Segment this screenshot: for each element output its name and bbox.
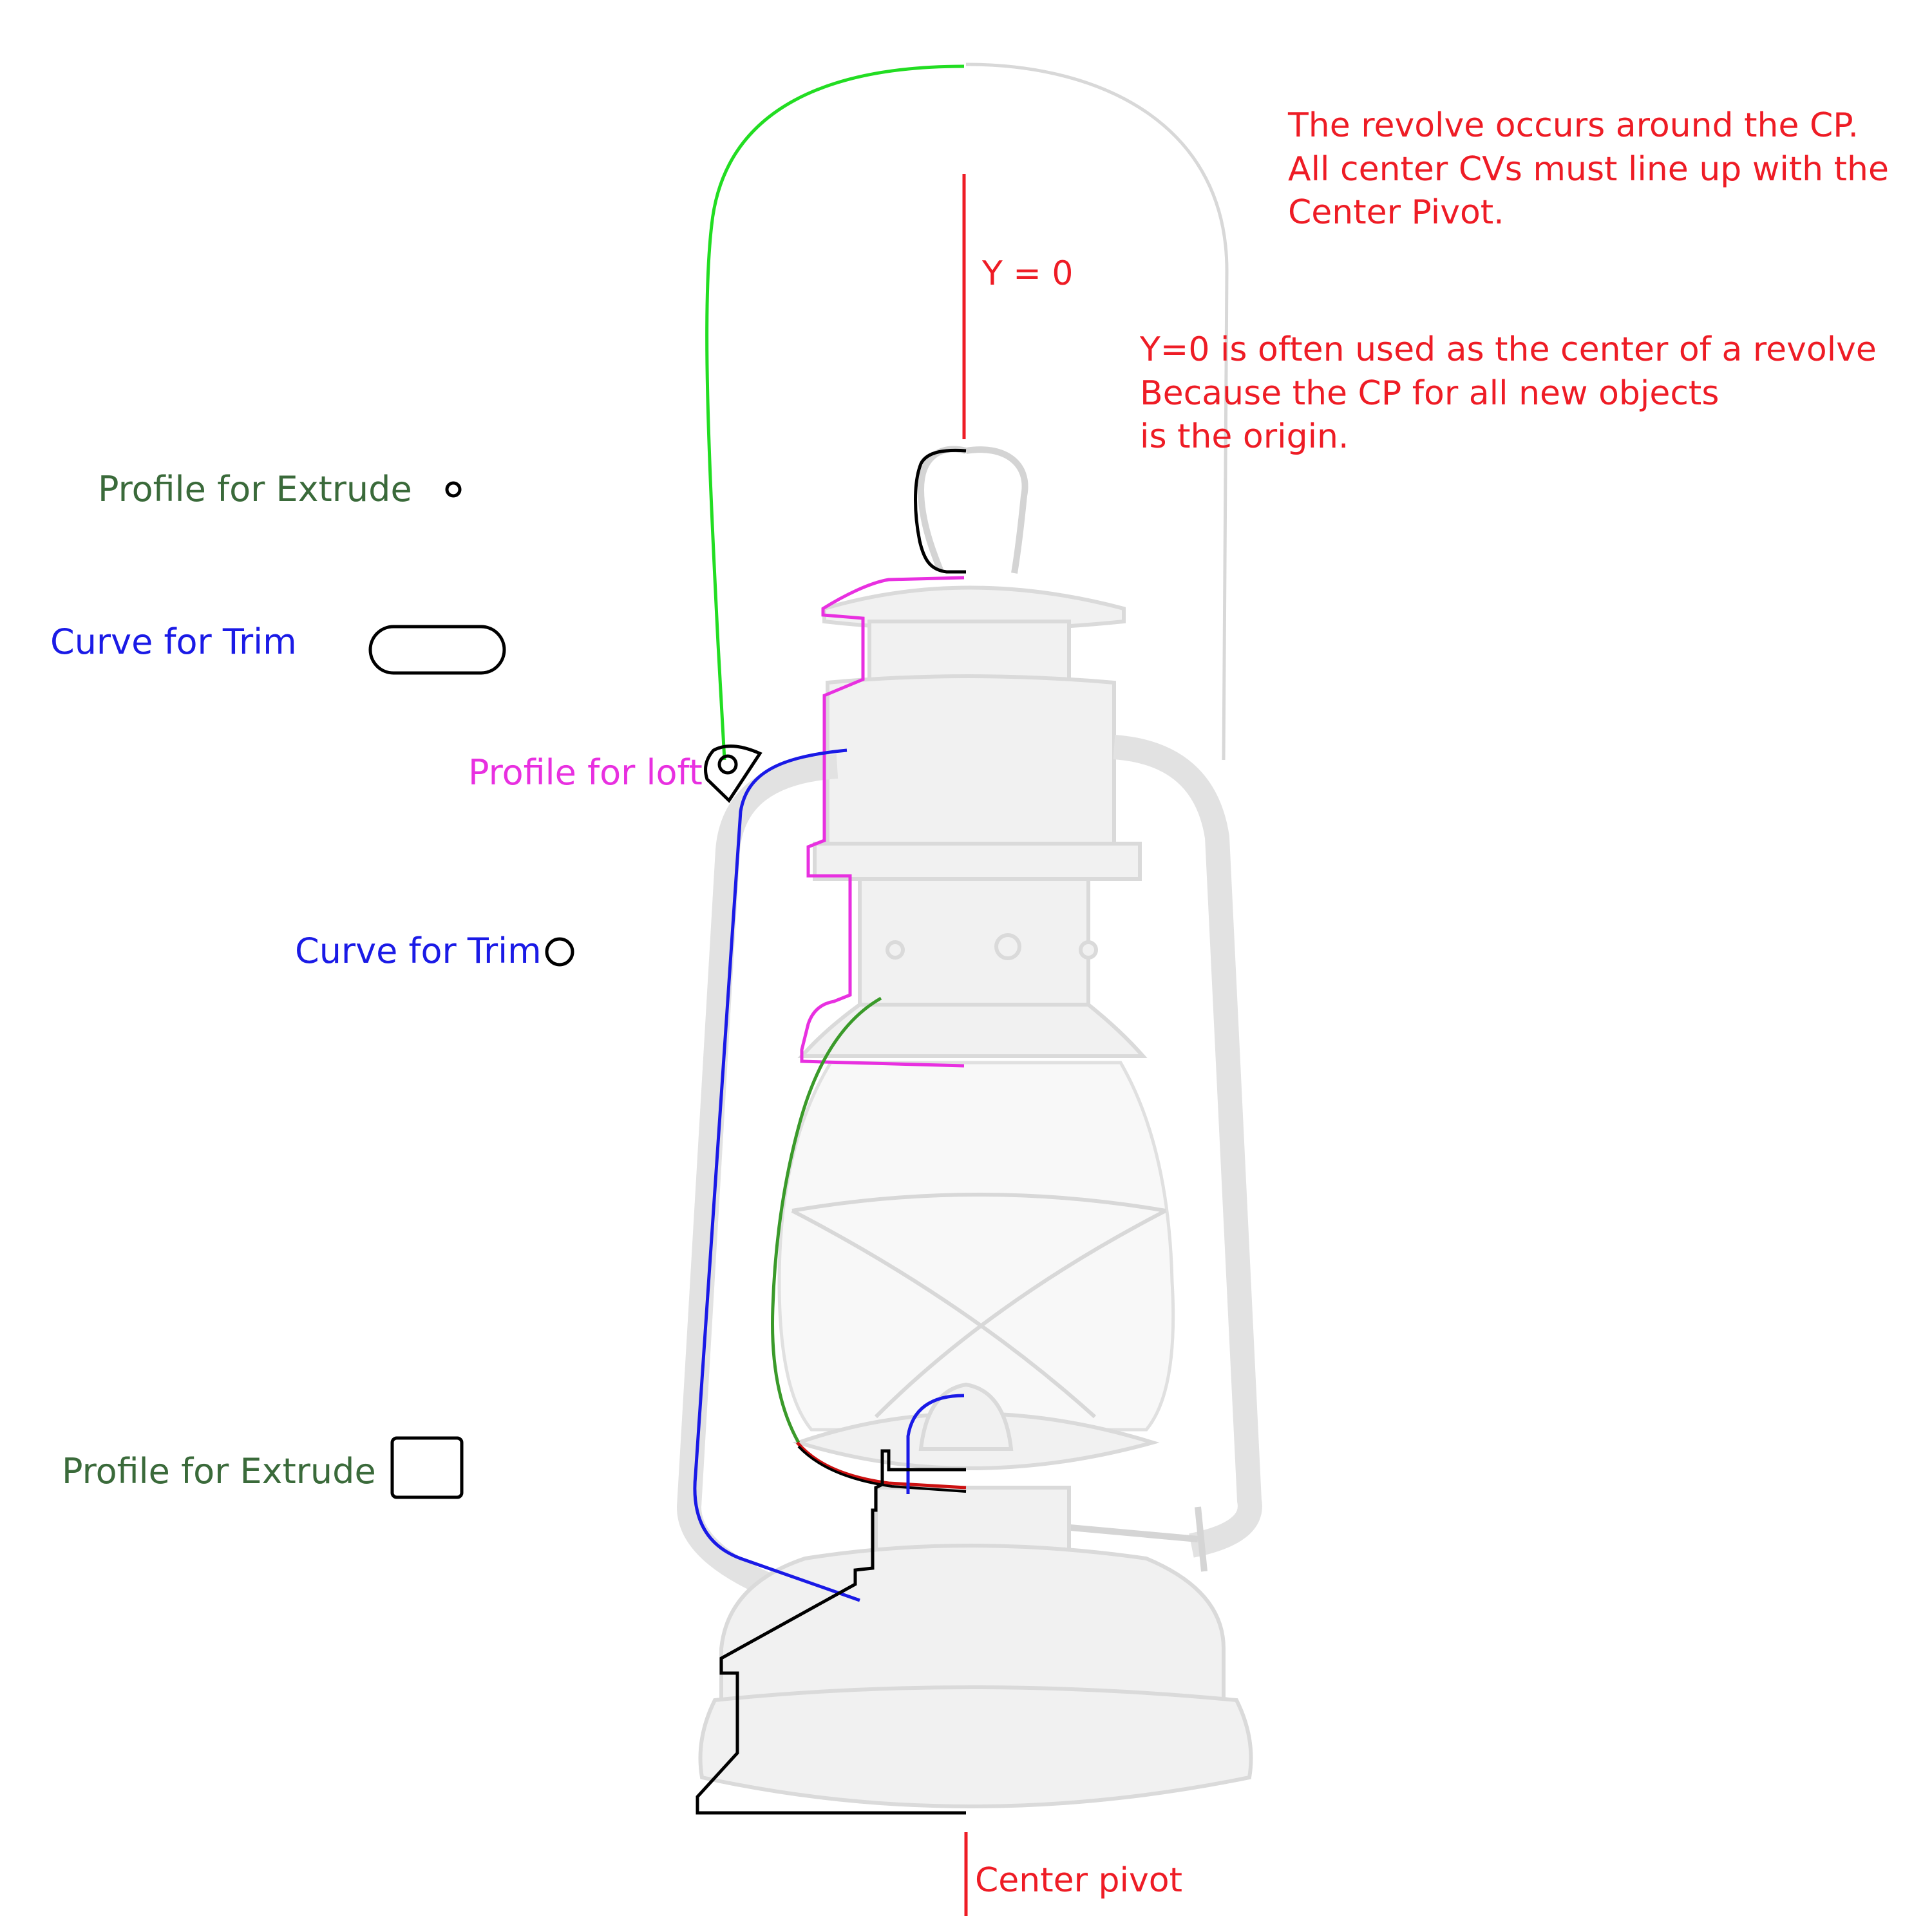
trim-curve-stadium (368, 625, 506, 675)
globe-curve (771, 996, 882, 1444)
lantern-illustration (676, 62, 1262, 1808)
revolve-cp-note-line-1: The revolve occurs around the CP. (1288, 106, 1859, 145)
y-zero-origin-note-line-1: Y=0 is often used as the center of a rev… (1140, 330, 1877, 369)
loft-profile-teardrop (704, 744, 762, 803)
y-zero-origin-note-line-2: Because the CP for all new objects (1140, 374, 1719, 413)
burner-trim-curve (906, 1394, 965, 1494)
profile-for-extrude-label-bottom: Profile for Extrude (62, 1451, 376, 1492)
lantern-burner (918, 1382, 1014, 1451)
lantern-guard-wires (791, 1193, 1167, 1419)
y-zero-origin-note: Y=0 is often used as the center of a rev… (1140, 328, 1877, 459)
lantern-upper-drum (826, 674, 1116, 868)
base-revolve-profile (696, 1449, 966, 1815)
curve-for-trim-label-mid: Curve for Trim (295, 931, 542, 971)
lantern-top-ring (917, 446, 1028, 574)
lantern-glass-globe (777, 1061, 1175, 1432)
lantern-vent-hole (994, 933, 1021, 960)
lantern-vent-hole (886, 940, 905, 960)
handle-rail-curve (705, 64, 965, 761)
lantern-wick-knob (1056, 1506, 1208, 1572)
curve-for-trim-label-top: Curve for Trim (50, 621, 297, 662)
lantern-side-frame-left (676, 754, 838, 1609)
lantern-globe-hood (797, 1003, 1148, 1058)
lantern-base-ring (698, 1685, 1253, 1808)
lantern-bail-wire (965, 62, 1229, 761)
y-zero-label: Y = 0 (982, 254, 1074, 293)
lantern-side-frame-right (1113, 735, 1262, 1558)
loft-profile-ring (717, 754, 738, 775)
profile-for-loft-label: Profile for loft (468, 752, 703, 793)
extrude-profile-square (390, 1436, 464, 1499)
top-ring-profile (914, 448, 967, 574)
y-zero-origin-note-line-3: is the origin. (1140, 417, 1349, 457)
profile-for-extrude-label-top: Profile for Extrude (98, 469, 412, 509)
cap-loft-profile (800, 576, 965, 1068)
revolve-cp-note-line-3: Center Pivot. (1288, 193, 1504, 232)
lantern-chimney (867, 620, 1071, 685)
trim-curve-circle (545, 937, 574, 967)
revolve-cp-note: The revolve occurs around the CP. All ce… (1288, 104, 1889, 235)
lantern-upper-flange (813, 842, 1142, 881)
burner-dish-curve-inner (797, 1445, 967, 1493)
side-frame-trim-curve (693, 748, 860, 1602)
revolve-cp-note-line-2: All center CVs must line up with the (1288, 149, 1889, 189)
center-pivot-label: Center pivot (975, 1861, 1182, 1900)
extrude-profile-small-circle (445, 481, 462, 498)
lantern-vent-hole (1079, 940, 1098, 960)
